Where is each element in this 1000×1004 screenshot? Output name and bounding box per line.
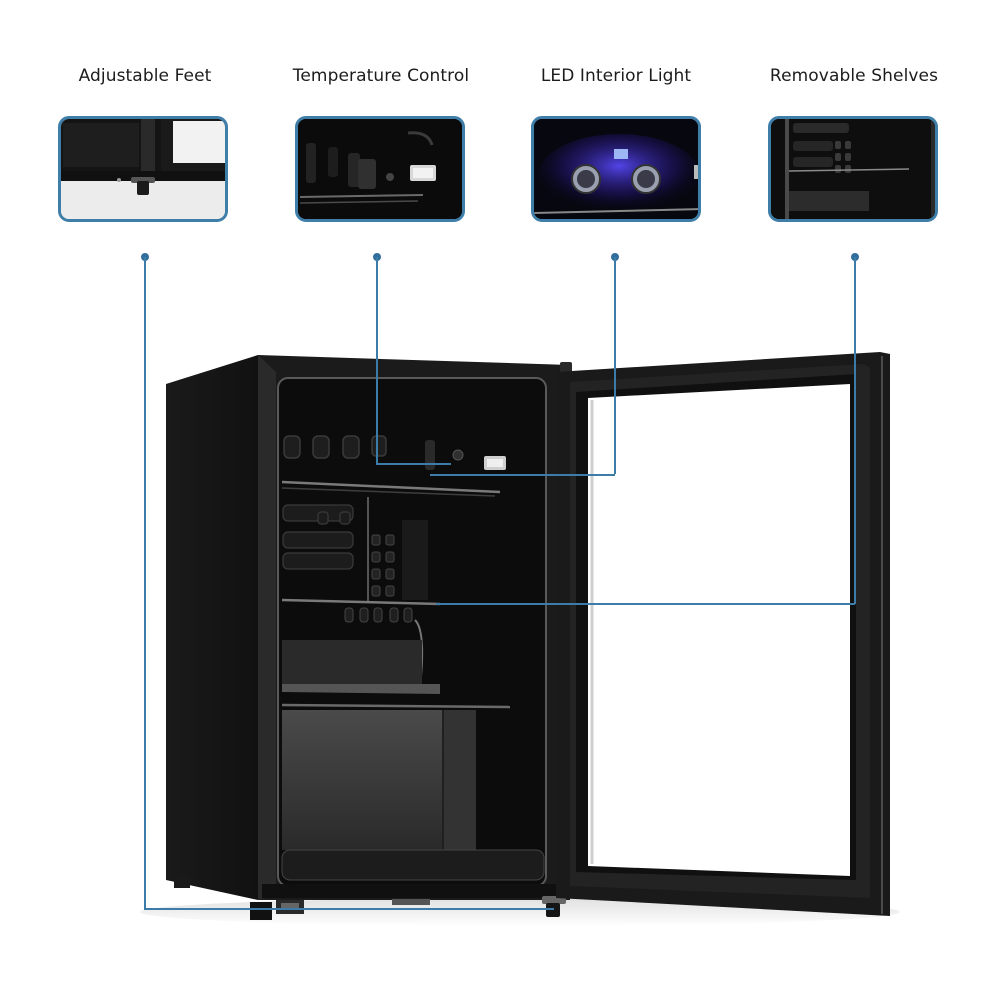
temperature-control-image [298,119,462,219]
feature-label-temperature-control: Temperature Control [292,66,470,86]
temperature-control-thumbnail [295,116,465,222]
removable-shelves-thumbnail [768,116,938,222]
callout-line-led-interior-light-vertical [614,257,616,474]
callout-line-adjustable-feet-vertical [144,257,146,908]
feature-label-removable-shelves: Removable Shelves [769,66,939,86]
callout-line-adjustable-feet-horizontal [144,908,554,910]
adjustable-feet-thumbnail [58,116,228,222]
callout-line-led-interior-light-horizontal [430,474,615,476]
callout-line-removable-shelves-horizontal [436,603,855,605]
feature-label-adjustable-feet: Adjustable Feet [78,66,212,86]
led-interior-light-thumbnail [531,116,701,222]
callout-line-temperature-control-vertical [376,257,378,463]
feature-label-led-interior-light: LED Interior Light [540,66,692,86]
callout-line-removable-shelves-vertical [854,257,856,604]
callout-line-temperature-control-horizontal [376,463,451,465]
removable-shelves-image [771,119,935,219]
adjustable-feet-image [61,119,225,219]
led-interior-light-image [534,119,698,219]
